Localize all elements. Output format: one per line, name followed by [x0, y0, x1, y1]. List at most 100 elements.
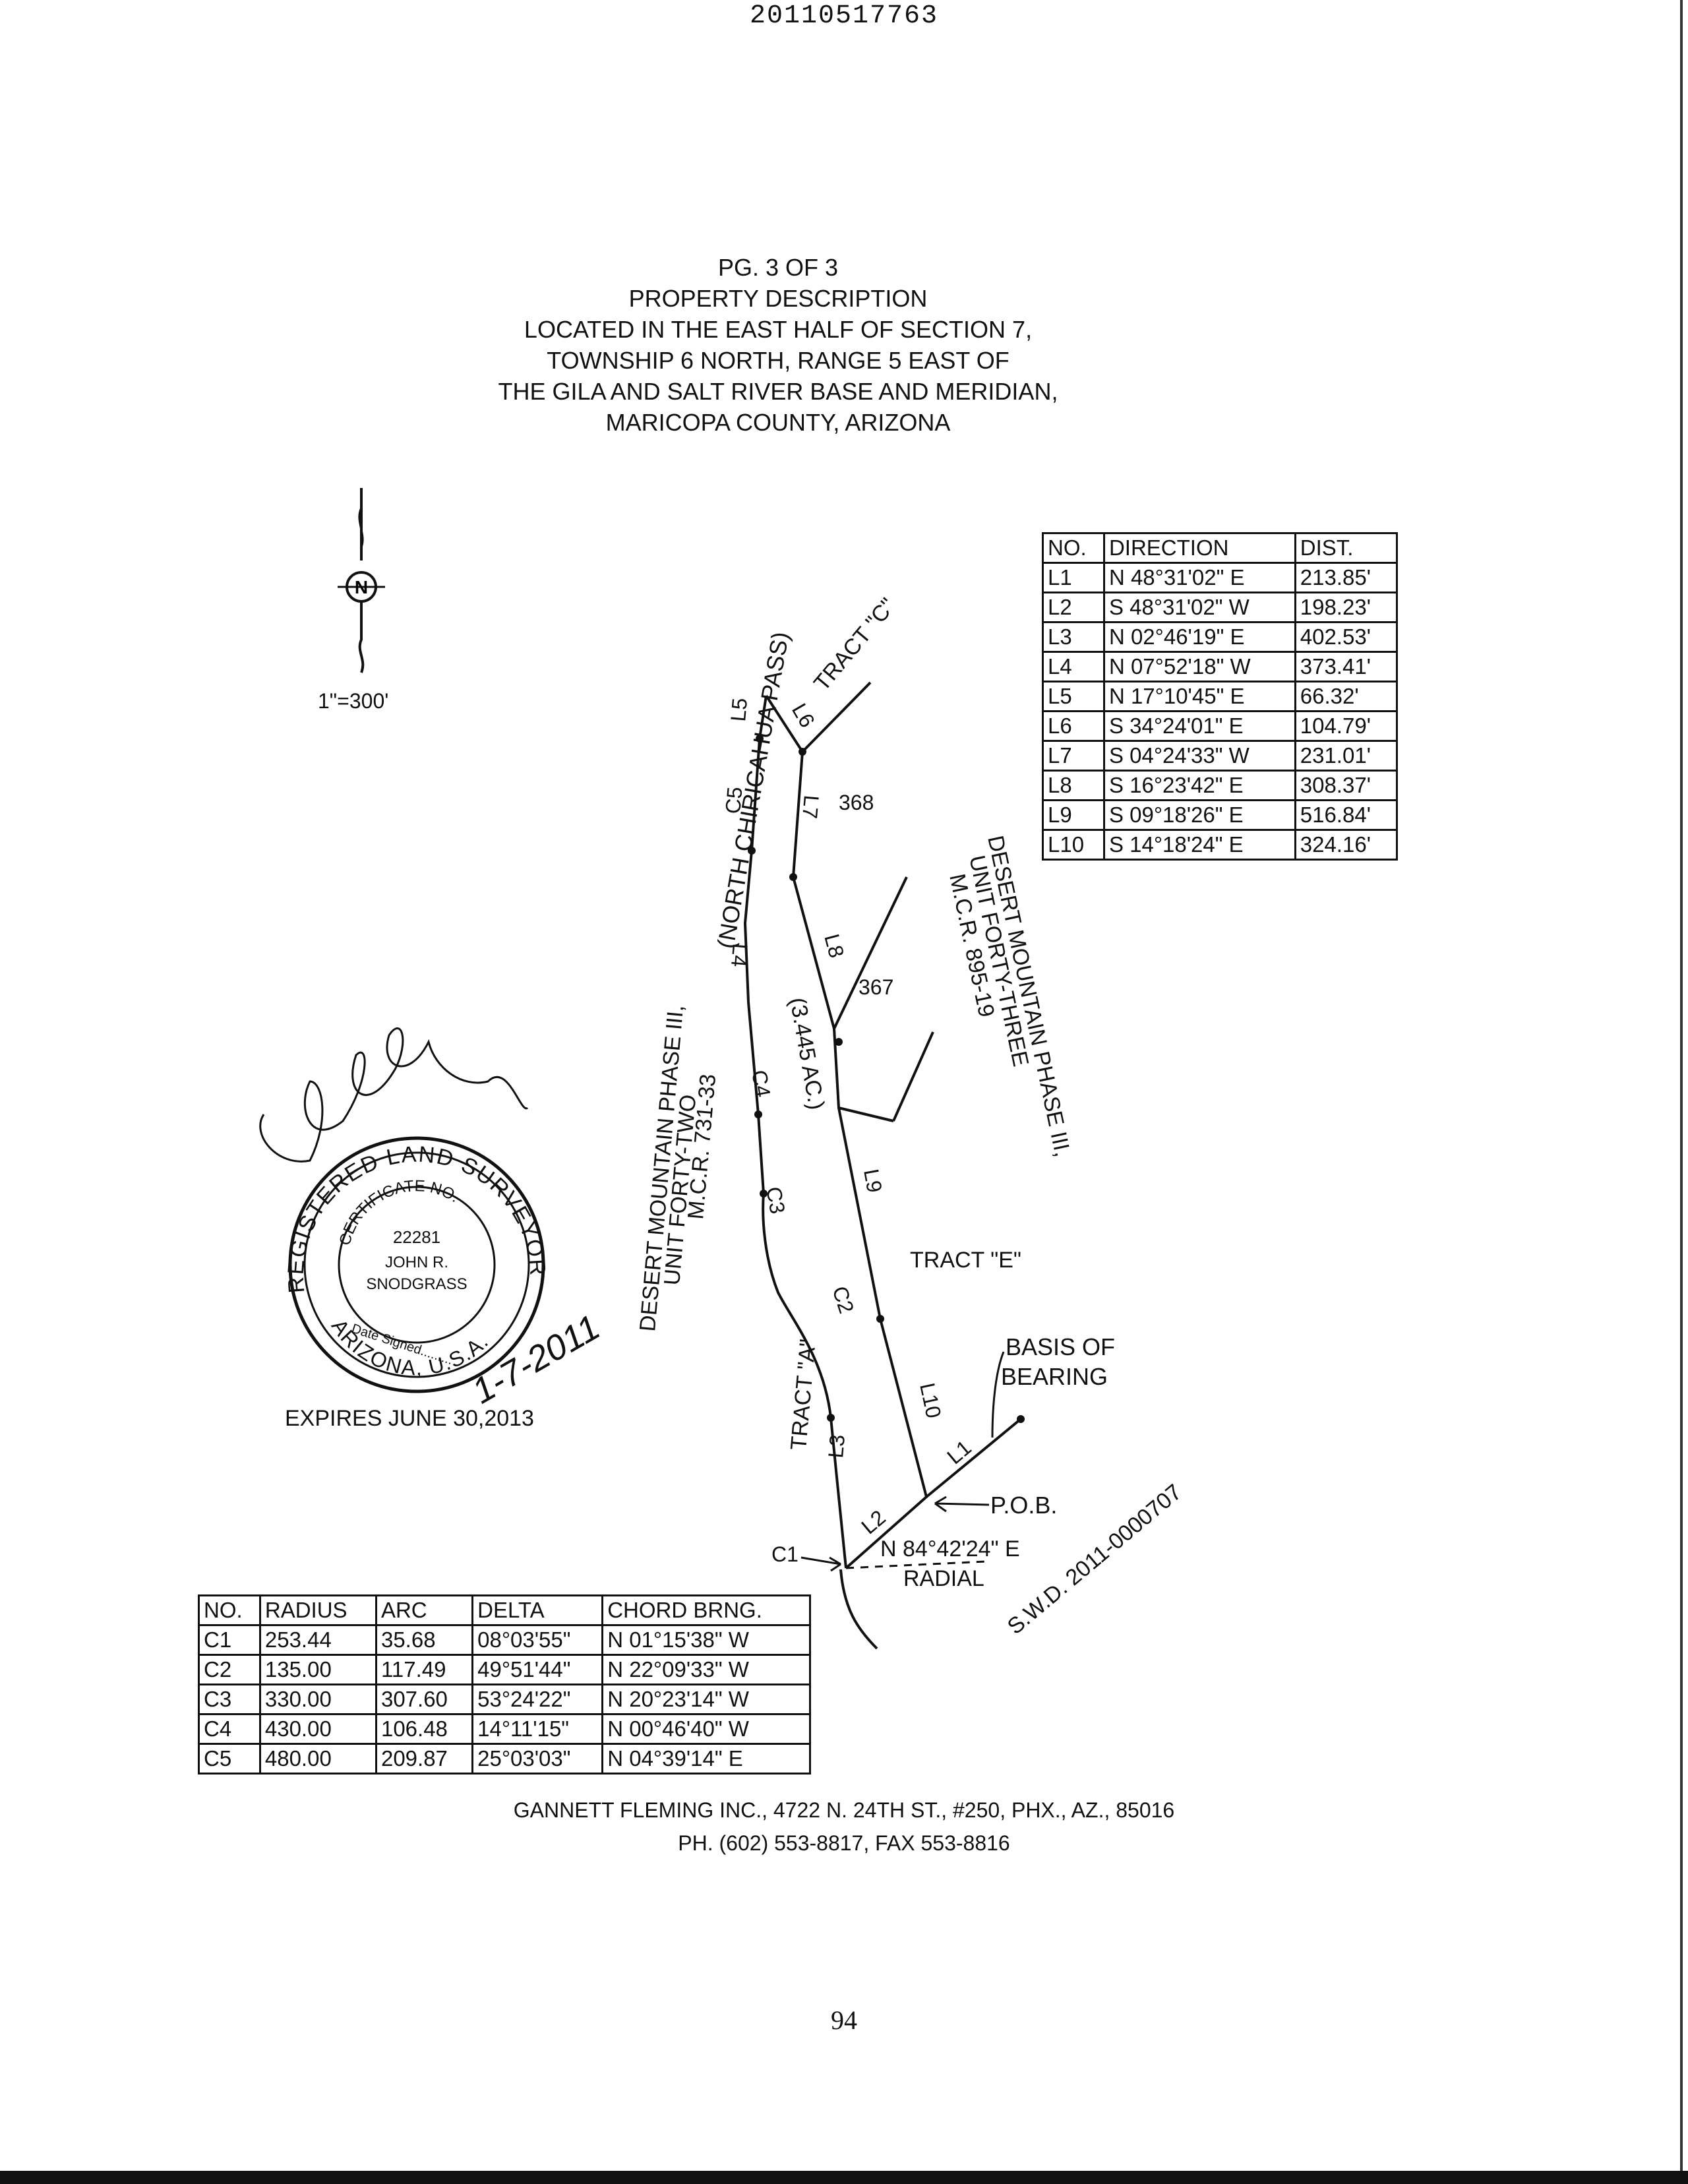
curve-no: C3 [198, 1684, 261, 1715]
scale-label: 1"=300' [318, 689, 389, 713]
curve-table-header: NO. RADIUS ARC DELTA CHORD BRNG. [198, 1594, 811, 1626]
handwritten-date: 1-7-2011 [466, 1307, 607, 1411]
line-direction: S 04°24'33" W [1102, 740, 1296, 772]
seal-name-1: JOHN R. [385, 1254, 448, 1271]
line-no: L2 [1042, 592, 1105, 623]
page-number: 94 [831, 2005, 857, 2035]
lot-line-367 [838, 1107, 894, 1122]
line-no: L8 [1042, 770, 1105, 801]
scan-edge-bottom [0, 2171, 1688, 2184]
line-dist: 516.84' [1294, 799, 1399, 831]
tract-c-line [801, 681, 872, 753]
signature-scribble [259, 1027, 529, 1163]
lot-368-label: 368 [839, 791, 874, 814]
curve-no: C4 [198, 1713, 261, 1745]
lot-line-368 [833, 876, 908, 1029]
label-l6: L6 [787, 700, 820, 732]
curve-radius: 430.00 [258, 1713, 377, 1745]
radial-line [845, 1560, 986, 1569]
tract-c-label: TRACT "C" [809, 593, 901, 696]
north-letter: N [355, 577, 368, 597]
line-no: L5 [1042, 681, 1105, 712]
curve-header-arc: ARC [375, 1594, 474, 1626]
basis-arrow-icon [991, 1351, 1005, 1438]
curve-chord: N 01°15'38" W [601, 1624, 811, 1656]
radial-label: RADIAL [903, 1566, 984, 1591]
line-direction: S 16°23'42" E [1102, 770, 1296, 801]
curve-radius: 253.44 [258, 1624, 377, 1656]
street-arc [839, 1569, 878, 1650]
curve-no: C1 [198, 1624, 261, 1656]
curve-arc: 209.87 [375, 1743, 474, 1774]
line-dist: 308.37' [1294, 770, 1399, 801]
line-direction: N 07°52'18" W [1102, 651, 1296, 682]
tract-e-label: TRACT "E" [910, 1248, 1021, 1273]
east-boundary-line [765, 694, 928, 1498]
curve-radius: 330.00 [258, 1684, 377, 1715]
line-no: L7 [1042, 740, 1105, 772]
label-l10: L10 [915, 1381, 946, 1420]
line-direction: S 09°18'26" E [1102, 799, 1296, 831]
line-dist: 66.32' [1294, 681, 1399, 712]
line-dist: 198.23' [1294, 592, 1399, 623]
curve-header-delta: DELTA [471, 1594, 604, 1626]
page-title: PROPERTY DESCRIPTION [628, 285, 928, 312]
line-direction: S 34°24'01" E [1102, 710, 1296, 742]
label-c1: C1 [771, 1542, 799, 1566]
line-direction: S 14°18'24" E [1102, 829, 1296, 861]
label-c2: C2 [828, 1283, 859, 1316]
line-l2-l1 [845, 1418, 1022, 1569]
label-l8: L8 [820, 931, 849, 960]
line-direction: S 48°31'02" W [1102, 592, 1296, 623]
seal-expires: EXPIRES JUNE 30,2013 [285, 1406, 534, 1431]
curve-arc: 106.48 [375, 1713, 474, 1745]
area-label: (3.445 AC.) [785, 996, 829, 1112]
line-dist: 231.01' [1294, 740, 1399, 772]
curve-no: C5 [198, 1743, 261, 1774]
curve-header-chord: CHORD BRNG. [601, 1594, 811, 1626]
line-header-no: NO. [1042, 532, 1105, 564]
tract-a-label: TRACT "A" [786, 1338, 821, 1451]
curve-arc: 35.68 [375, 1624, 474, 1656]
label-l5: L5 [726, 697, 752, 723]
line-table-header: NO. DIRECTION DIST. [1042, 532, 1399, 564]
curve-chord: N 04°39'14" E [601, 1743, 811, 1774]
footer-line-1: GANNETT FLEMING INC., 4722 N. 24TH ST., … [513, 1798, 1175, 1822]
line-dist: 373.41' [1294, 651, 1399, 682]
line-no: L10 [1042, 829, 1105, 861]
line-direction: N 48°31'02" E [1102, 562, 1296, 593]
line-direction: N 17°10'45" E [1102, 681, 1296, 712]
curve-chord: N 00°46'40" W [601, 1713, 811, 1745]
curve-delta: 08°03'55" [471, 1624, 604, 1656]
curve-arc: 307.60 [375, 1684, 474, 1715]
curve-no: C2 [198, 1654, 261, 1685]
line-no: L1 [1042, 562, 1105, 593]
line-no: L4 [1042, 651, 1105, 682]
label-l1: L1 [942, 1436, 975, 1469]
line-no: L9 [1042, 799, 1105, 831]
curve-delta: 14°11'15" [471, 1713, 604, 1745]
scan-edge-right [1680, 0, 1683, 2171]
c1-arrow-icon [800, 1556, 841, 1572]
curve-arc: 117.49 [375, 1654, 474, 1685]
curve-header-radius: RADIUS [258, 1594, 377, 1626]
page-indicator: PG. 3 OF 3 [717, 254, 839, 281]
curve-header-no: NO. [198, 1594, 261, 1626]
line-dist: 213.85' [1294, 562, 1399, 593]
label-l4: L4 [727, 942, 752, 968]
line-dist: 324.16' [1294, 829, 1399, 861]
lot-367-label: 367 [859, 975, 893, 999]
curve-radius: 480.00 [258, 1743, 377, 1774]
